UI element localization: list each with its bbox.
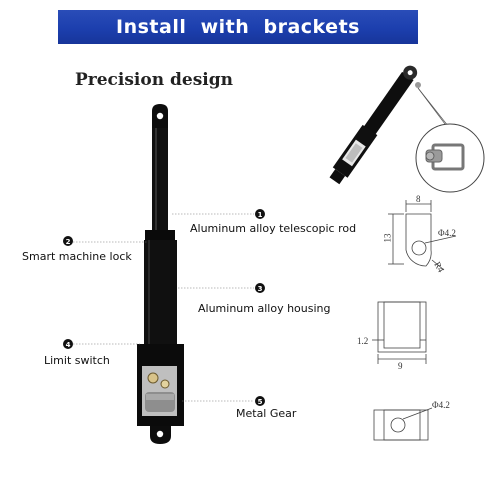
callout-badge-4: 4 — [63, 339, 73, 349]
dim-width-top: 8 — [416, 194, 421, 204]
linear-actuator-image — [137, 104, 184, 444]
callout-label-3: Aluminum alloy housing — [198, 302, 331, 315]
title-banner: Install with brackets — [58, 10, 418, 44]
dim-base-hole-diameter: Φ4.2 — [432, 400, 450, 410]
callout-label-2: Smart machine lock — [22, 250, 132, 263]
callout-label-5: Metal Gear — [236, 407, 297, 420]
callout-number-1: 1 — [258, 211, 263, 219]
bracket-side-drawing — [372, 301, 427, 364]
bracket-base-drawing — [373, 407, 433, 441]
bracket-zoom-circle — [415, 123, 485, 193]
callout-number-2: 2 — [66, 238, 71, 246]
callout-label-4: Limit switch — [44, 354, 110, 367]
callout-badge-1: 1 — [255, 209, 265, 219]
section-title: Precision design — [75, 70, 233, 90]
dim-width-bottom: 9 — [398, 361, 403, 371]
dim-height-side: 13 — [382, 233, 393, 243]
banner-title: Install with brackets — [116, 16, 360, 38]
callout-number-3: 3 — [258, 285, 263, 293]
callout-number-5: 5 — [258, 398, 263, 406]
rod-collar — [145, 230, 175, 242]
callout-badge-5: 5 — [255, 396, 265, 406]
bottom-mount-hole — [156, 430, 164, 438]
callout-label-1: Aluminum alloy telescopic rod — [190, 222, 357, 235]
angled-actuator-image — [329, 65, 421, 185]
rod-eye-hole — [156, 112, 164, 120]
callout-badge-3: 3 — [255, 283, 265, 293]
telescopic-rod — [152, 128, 168, 234]
callout-number-4: 4 — [66, 341, 71, 349]
bracket-front-drawing — [388, 200, 457, 271]
callout-badge-2: 2 — [63, 236, 73, 246]
dim-hole-diameter: Φ4.2 — [438, 228, 456, 238]
dim-thickness: 1.2 — [357, 336, 369, 346]
